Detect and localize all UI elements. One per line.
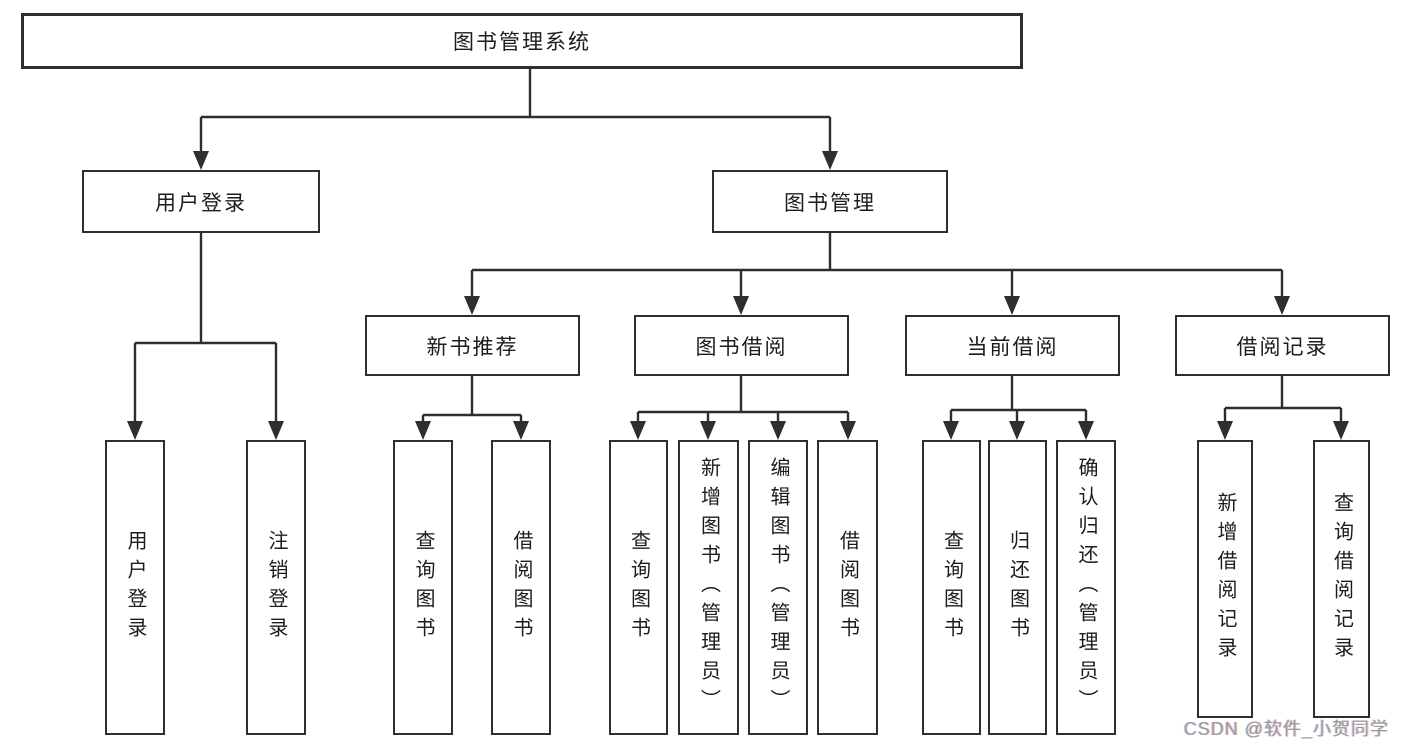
edge-user-login-to-leaves (125, 233, 286, 442)
edge-book-borrowing-to-leaves (628, 376, 858, 442)
leaf-confirm-return-admin: 确认归还（管理员） (1056, 440, 1116, 735)
csdn-watermark: CSDN @软件_小贺同学 (1183, 719, 1389, 739)
node-new-book-recommendation: 新书推荐 (365, 315, 580, 376)
node-book-management: 图书管理 (712, 170, 948, 233)
leaf-edit-book-admin: 编辑图书（管理员） (748, 440, 808, 735)
node-borrowing-records: 借阅记录 (1175, 315, 1390, 376)
leaf-add-borrow-record: 新增借阅记录 (1197, 440, 1253, 718)
leaf-query-borrow-record: 查询借阅记录 (1313, 440, 1370, 718)
leaf-borrow-books-recommend: 借阅图书 (491, 440, 551, 735)
leaf-return-books: 归还图书 (988, 440, 1047, 735)
edge-current-borrowing-to-leaves (941, 376, 1096, 442)
edge-book-management-to-level3 (462, 233, 1292, 317)
leaf-user-login: 用户登录 (105, 440, 165, 735)
edge-new-book-recommendation-to-leaves (413, 376, 531, 442)
leaf-add-book-admin: 新增图书（管理员） (678, 440, 739, 735)
edge-root-to-level2 (191, 69, 840, 172)
node-book-borrowing: 图书借阅 (634, 315, 849, 376)
leaf-query-books-borrowing: 查询图书 (609, 440, 668, 735)
edge-borrowing-records-to-leaves (1215, 376, 1351, 442)
leaf-borrow-books: 借阅图书 (817, 440, 878, 735)
leaf-query-books-current: 查询图书 (922, 440, 981, 735)
node-library-management-system: 图书管理系统 (21, 13, 1023, 69)
node-current-borrowing: 当前借阅 (905, 315, 1120, 376)
leaf-query-books-recommend: 查询图书 (393, 440, 453, 735)
leaf-logout-login: 注销登录 (246, 440, 306, 735)
node-user-login: 用户登录 (82, 170, 320, 233)
